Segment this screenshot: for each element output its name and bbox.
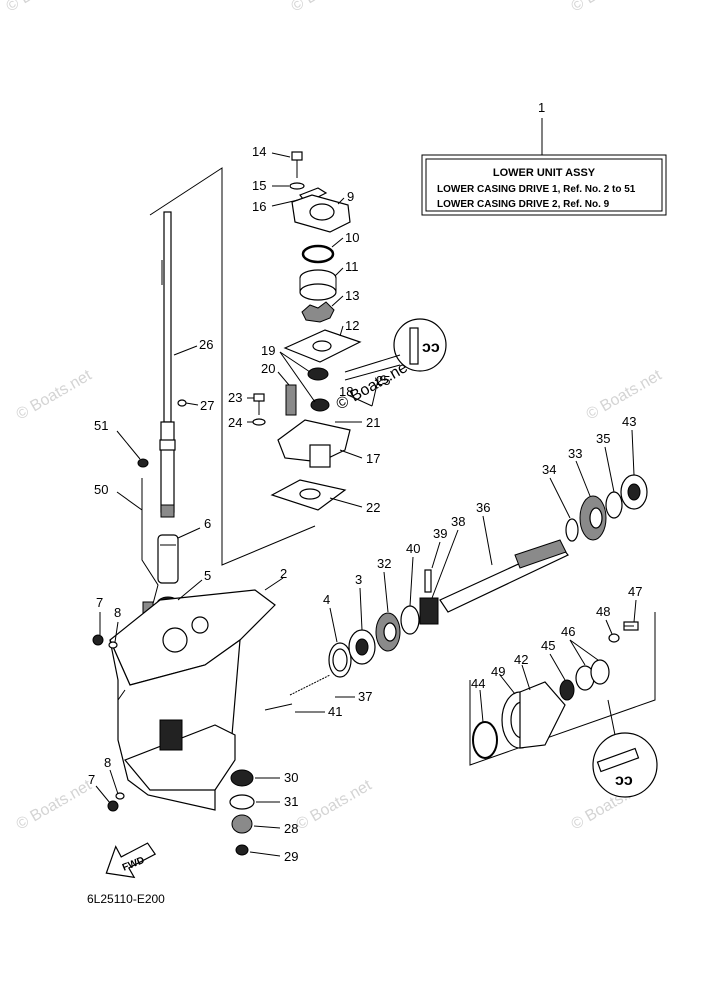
assembly-title: LOWER UNIT ASSY (493, 167, 596, 179)
propeller-housing-group (469, 612, 656, 766)
water-strainer-parts (229, 769, 255, 856)
watermark: © Boats.net (14, 777, 96, 834)
watermark: © Boats.net (294, 777, 376, 834)
callout-48: 48 (596, 604, 610, 619)
callout-numbers: 14 15 16 9 10 11 13 12 19 20 18 25 23 24… (88, 144, 642, 864)
callout-12: 12 (345, 318, 359, 333)
callout-14: 14 (252, 144, 266, 159)
watermark: © Boats.net (289, 0, 371, 15)
svg-text:ɔɔ: ɔɔ (615, 772, 633, 789)
fwd-arrow-icon: FWD (105, 842, 157, 879)
callout-30: 30 (284, 770, 298, 785)
callout-2: 2 (280, 566, 287, 581)
callout-26: 26 (199, 337, 213, 352)
callout-3: 3 (355, 572, 362, 587)
callout-19: 19 (261, 343, 275, 358)
leader-lines (95, 152, 637, 857)
callout-17: 17 (366, 451, 380, 466)
callout-28: 28 (284, 821, 298, 836)
callout-37: 37 (358, 689, 372, 704)
drive-shaft (159, 211, 176, 518)
callout-10: 10 (345, 230, 359, 245)
water-pump-parts (177, 151, 373, 511)
assembly-info-box: 1 LOWER UNIT ASSY LOWER CASING DRIVE 1, … (421, 100, 667, 216)
callout-7: 7 (96, 595, 103, 610)
assembly-line-1: LOWER CASING DRIVE 1, Ref. No. 2 to 51 (437, 184, 636, 195)
callout-20: 20 (261, 361, 275, 376)
callout-21: 21 (366, 415, 380, 430)
callout-16: 16 (252, 199, 266, 214)
screws (92, 634, 125, 812)
callout-40: 40 (406, 541, 420, 556)
svg-text:ɔɔ: ɔɔ (422, 339, 440, 356)
callout-6: 6 (204, 516, 211, 531)
shift-rod (137, 458, 159, 627)
callout-8: 8 (114, 605, 121, 620)
callout-25: 25 (376, 373, 390, 388)
watermark: © Boats.net (4, 0, 86, 15)
callout-5: 5 (204, 568, 211, 583)
assembly-line-2: LOWER CASING DRIVE 2, Ref. No. 9 (437, 199, 610, 210)
callout-13: 13 (345, 288, 359, 303)
watermark: © Boats.net (569, 0, 651, 15)
callout-32: 32 (377, 556, 391, 571)
callout-47: 47 (628, 584, 642, 599)
propeller-shaft-assembly (264, 474, 648, 711)
callout-44: 44 (471, 676, 485, 691)
callout-42: 42 (514, 652, 528, 667)
callout-7: 7 (88, 772, 95, 787)
callout-41: 41 (328, 704, 342, 719)
callout-23: 23 (228, 390, 242, 405)
callout-39: 39 (433, 526, 447, 541)
callout-51: 51 (94, 418, 108, 433)
callout-46: 46 (561, 624, 575, 639)
callout-1: 1 (538, 100, 545, 115)
callout-33: 33 (568, 446, 582, 461)
callout-4: 4 (323, 592, 330, 607)
diagram-code: 6L25110-E200 (87, 892, 165, 906)
watermark: © Boats.net (14, 367, 96, 424)
callout-8: 8 (104, 755, 111, 770)
callout-15: 15 (252, 178, 266, 193)
callout-34: 34 (542, 462, 556, 477)
callout-36: 36 (476, 500, 490, 515)
callout-11: 11 (345, 259, 359, 274)
callout-18: 18 (339, 384, 353, 399)
callout-50: 50 (94, 482, 108, 497)
callout-22: 22 (366, 500, 380, 515)
group-outline (149, 167, 316, 566)
callout-35: 35 (596, 431, 610, 446)
callout-27: 27 (200, 398, 214, 413)
bush (157, 534, 179, 584)
callout-24: 24 (228, 415, 242, 430)
callout-31: 31 (284, 794, 298, 809)
callout-9: 9 (347, 189, 354, 204)
lower-casing (109, 589, 276, 811)
callout-38: 38 (451, 514, 465, 529)
callout-49: 49 (491, 664, 505, 679)
callout-43: 43 (622, 414, 636, 429)
callout-29: 29 (284, 849, 298, 864)
callout-45: 45 (541, 638, 555, 653)
detail-circle-upper: ɔɔ (344, 318, 447, 381)
detail-circle-lower: ɔɔ (592, 699, 658, 798)
